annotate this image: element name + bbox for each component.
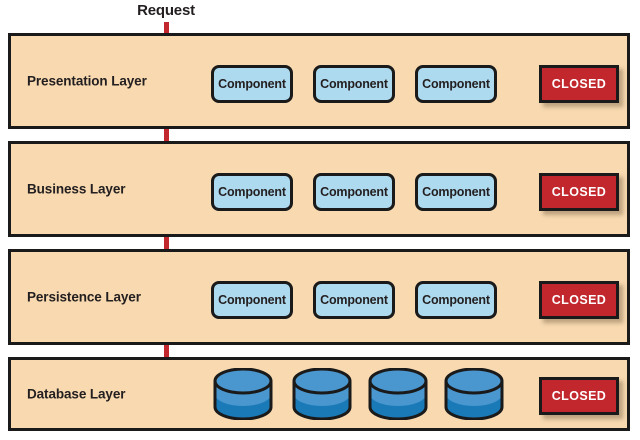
database-cylinder-icon[interactable]	[443, 368, 505, 420]
layer-database[interactable]: Database Layer	[8, 357, 630, 431]
component-label: Component	[422, 185, 490, 199]
component-box[interactable]: Component	[211, 281, 293, 319]
closed-badge-label: CLOSED	[551, 185, 607, 199]
component-box[interactable]: Component	[313, 281, 395, 319]
closed-badge-label: CLOSED	[551, 293, 607, 307]
component-label: Component	[422, 77, 490, 91]
component-label: Component	[320, 185, 388, 199]
component-label: Component	[218, 293, 286, 307]
layer-label-business: Business Layer	[27, 181, 126, 197]
component-label: Component	[218, 77, 286, 91]
closed-badge[interactable]: CLOSED	[539, 281, 619, 319]
layer-label-presentation: Presentation Layer	[27, 73, 147, 89]
component-label: Component	[320, 293, 388, 307]
component-box[interactable]: Component	[415, 173, 497, 211]
database-cylinder-icon[interactable]	[291, 368, 353, 420]
database-cylinder-icon[interactable]	[212, 368, 274, 420]
component-box[interactable]: Component	[313, 65, 395, 103]
component-box[interactable]: Component	[415, 65, 497, 103]
layer-label-persistence: Persistence Layer	[27, 289, 141, 305]
closed-badge[interactable]: CLOSED	[539, 173, 619, 211]
request-label: Request	[137, 2, 195, 19]
component-box[interactable]: Component	[211, 65, 293, 103]
component-label: Component	[320, 77, 388, 91]
closed-badge[interactable]: CLOSED	[539, 65, 619, 103]
closed-badge-label: CLOSED	[551, 77, 607, 91]
layer-persistence[interactable]: Persistence Layer Component Component Co…	[8, 249, 630, 345]
closed-badge[interactable]: CLOSED	[539, 377, 619, 415]
database-cylinder-icon[interactable]	[367, 368, 429, 420]
component-label: Component	[218, 185, 286, 199]
component-box[interactable]: Component	[211, 173, 293, 211]
component-label: Component	[422, 293, 490, 307]
layer-presentation[interactable]: Presentation Layer Component Component C…	[8, 33, 630, 129]
component-box[interactable]: Component	[415, 281, 497, 319]
layer-business[interactable]: Business Layer Component Component Compo…	[8, 141, 630, 237]
closed-badge-label: CLOSED	[551, 389, 607, 403]
component-box[interactable]: Component	[313, 173, 395, 211]
layer-label-database: Database Layer	[27, 386, 126, 402]
